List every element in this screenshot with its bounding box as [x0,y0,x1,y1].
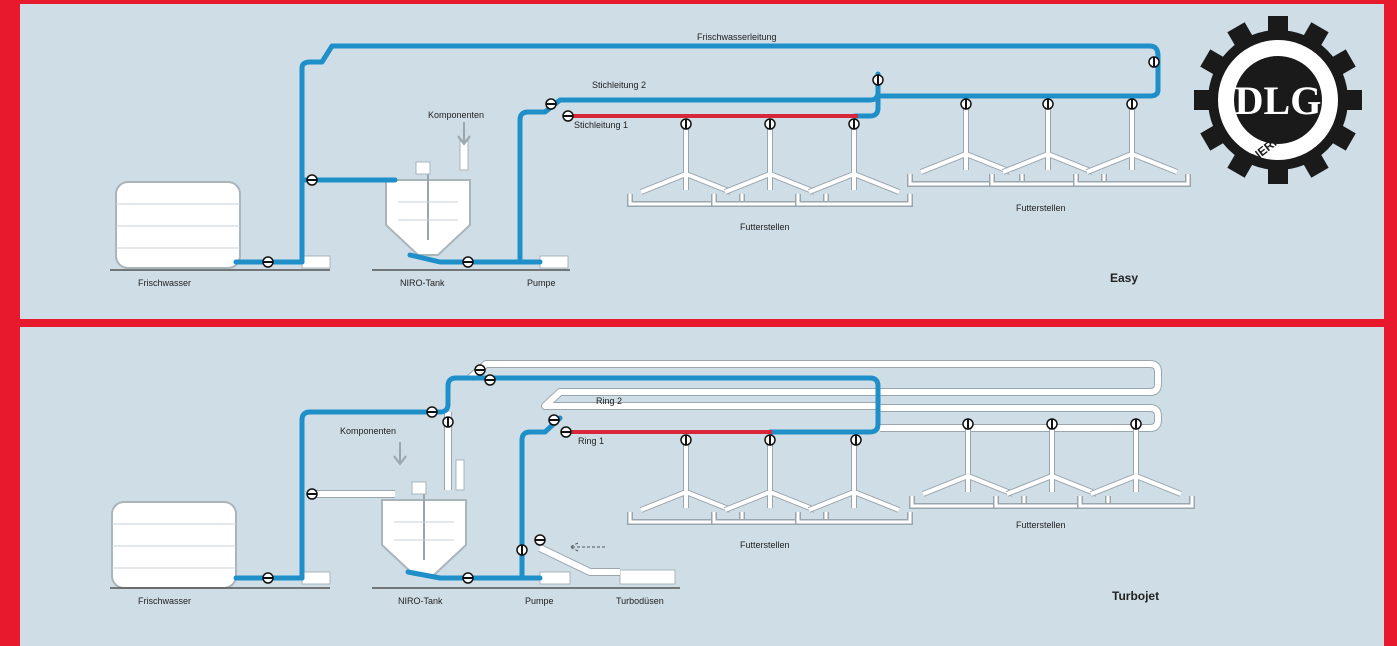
niro-tank [385,139,471,256]
label-komponenten: Komponenten [428,110,484,120]
label-stichleitung-2: Stichleitung 2 [592,80,646,90]
fresh-water-line [299,43,1161,265]
label-pumpe-2: Pumpe [525,596,554,606]
ring-2-return [878,405,1161,431]
niro-tank-2 [381,459,467,576]
gear-icon [1194,16,1362,184]
tank-to-pump-pipe [407,252,543,265]
label-futterstellen-4: Futterstellen [1016,520,1066,530]
stichleitung-2-pipe [517,71,881,265]
label-komponenten-2: Komponenten [340,426,396,436]
turbojet-diagram: Ring 2 Ring 1 Komponenten Frischwasser N… [110,360,1192,606]
label-ring-2: Ring 2 [596,396,622,406]
label-stichleitung-1: Stichleitung 1 [574,120,628,130]
label-niro-tank: NIRO-Tank [400,278,445,288]
turbo-nozzle-pipe [538,545,620,575]
label-frischwasser: Frischwasser [138,278,191,288]
stichleitung-return [852,93,881,119]
label-futterstellen-1: Futterstellen [740,222,790,232]
label-pumpe: Pumpe [527,278,556,288]
dlg-logo-text: DLG [1235,78,1322,123]
label-niro-tank-2: NIRO-Tank [398,596,443,606]
label-futterstellen-2: Futterstellen [1016,203,1066,213]
label-futterstellen-3: Futterstellen [740,540,790,550]
fresh-water-tank [115,181,241,269]
title-easy: Easy [1110,271,1138,285]
label-ring-1: Ring 1 [578,436,604,446]
dlg-badge: DLG ANERKANNT [1194,16,1362,184]
ring-2-pipe [468,361,1161,409]
easy-diagram: Frischwasserleitung Stichleitung 2 Stich… [110,32,1188,288]
fresh-water-tank-2 [111,501,237,589]
label-frischwasser-2: Frischwasser [138,596,191,606]
ring-1-riser [519,415,563,581]
label-turbodusen: Turbodüsen [616,596,664,606]
fresh-water-ring [299,375,881,581]
title-turbojet: Turbojet [1112,589,1159,603]
label-frischwasserleitung: Frischwasserleitung [697,32,777,42]
